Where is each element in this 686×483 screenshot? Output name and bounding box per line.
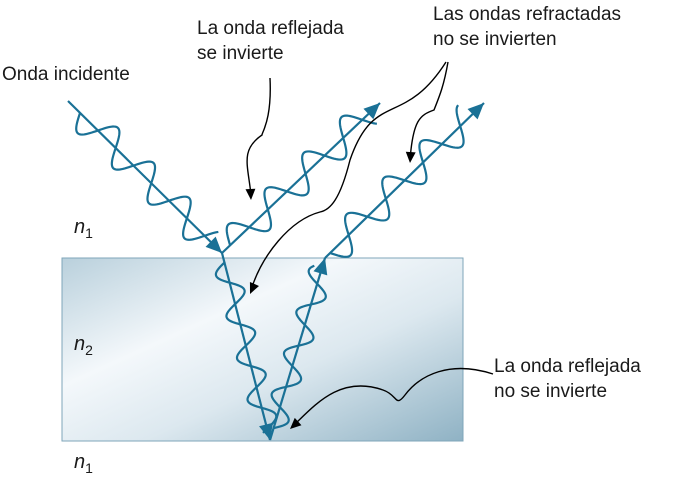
index-n2-middle: n2 [74,333,93,358]
transmitted-arrowhead [467,103,484,120]
index-n1-bottom: n1 [74,451,93,476]
transmitted-wave [329,104,465,258]
pointer-refracted-down [250,61,447,291]
ray-group [67,100,485,441]
pointer-refracted-up [409,61,449,161]
reflected-ray-top [221,102,381,254]
pointer-group [245,61,494,429]
reflected-not-inverted-label: La onda reflejada no se invierte [494,356,641,402]
incident-arrowhead [205,236,222,253]
index-n1-top: n1 [74,216,93,241]
pointer-reflected-inverted [246,77,271,196]
reflected-wave-top [225,114,377,246]
reflected-inverted-label: La onda reflejada se invierte [197,18,344,64]
incident-wave [75,112,219,241]
incident-ray [67,100,223,254]
reflected-top-arrowhead [363,103,380,120]
pointer-reflected-inverted-head [245,188,256,200]
reflected-ray-bottom [268,257,327,441]
reflected-wave-bottom [270,264,327,430]
pointer-reflected-not-inverted [292,367,494,427]
pointer-refracted-down-head [249,281,259,294]
refracted-wave-down [214,261,278,434]
refracted-down-arrowhead [259,422,273,440]
refracted-not-inverted-label: Las ondas refractadas no se invierten [433,4,622,50]
pointer-reflected-not-inverted-head [290,417,302,429]
pointer-refracted-up-head [405,151,416,163]
reflected-bottom-arrowhead [313,258,328,276]
incident-wave-label: Onda incidente [2,64,130,85]
